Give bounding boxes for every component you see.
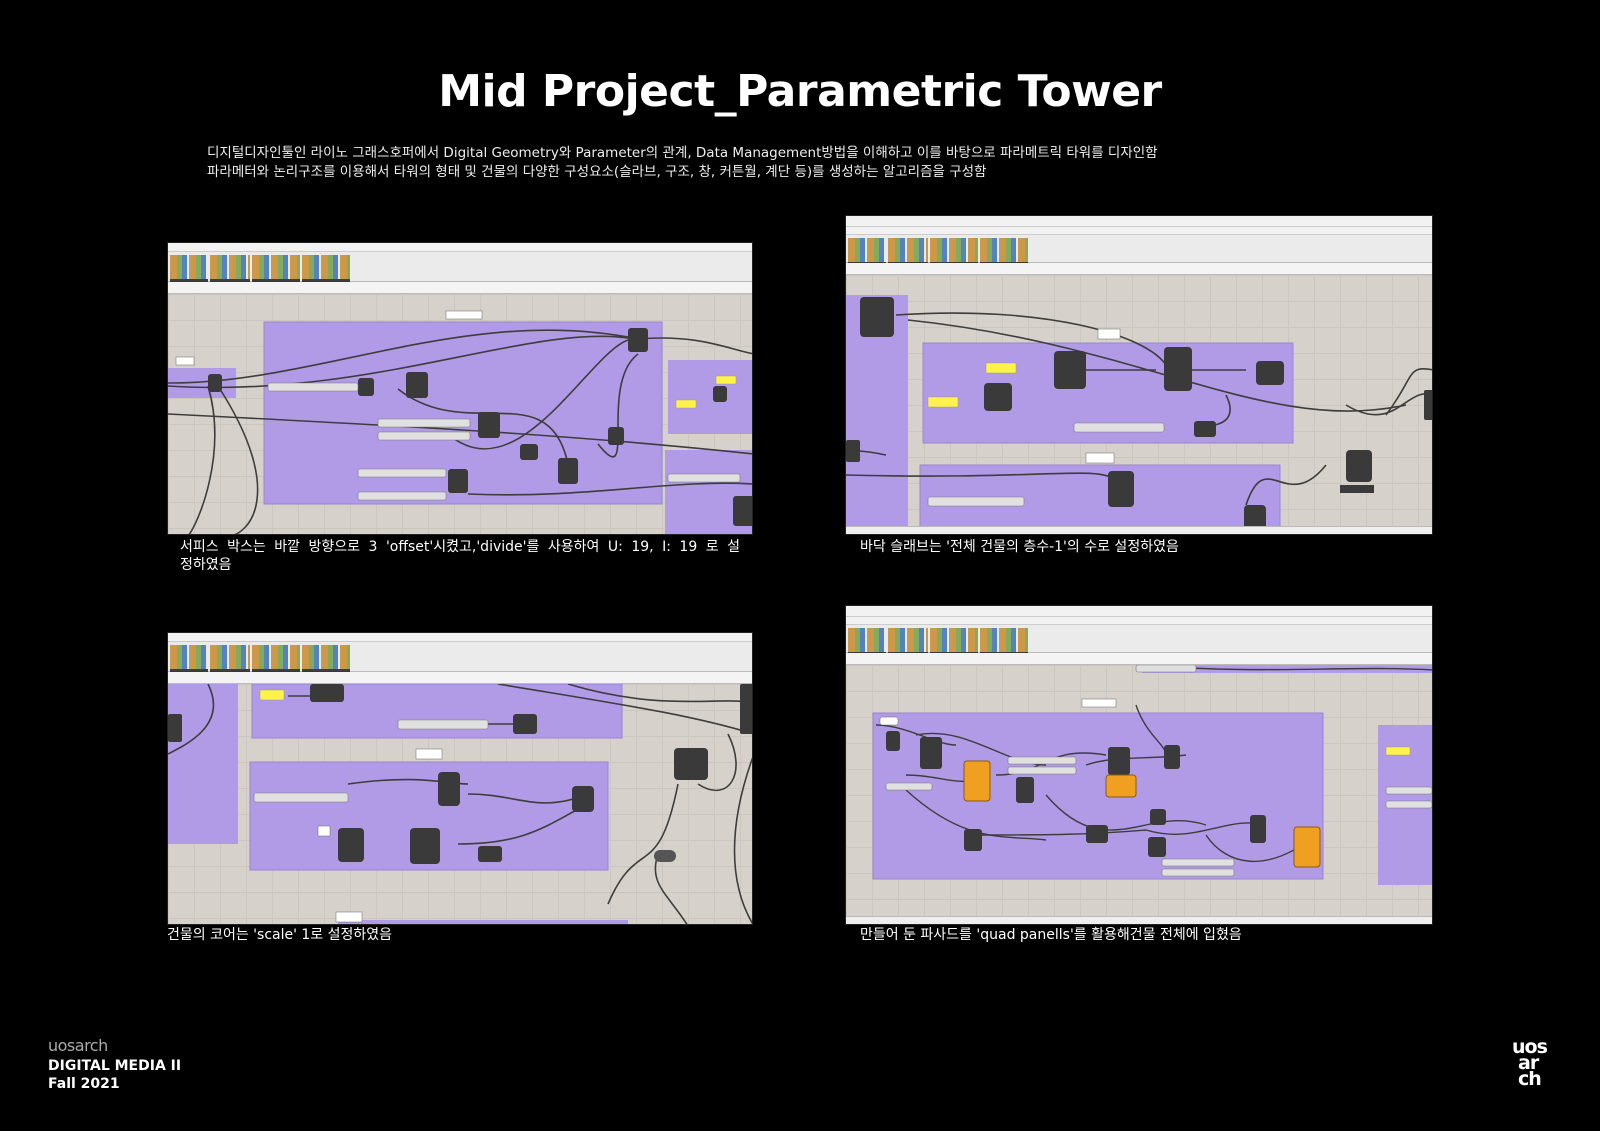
caption-core: 건물의 코어는 'scale' 1로 설정하였음 bbox=[167, 927, 393, 943]
window-title-bar bbox=[846, 606, 1432, 617]
component-toolbar bbox=[168, 642, 752, 674]
uosarch-mark-logo: uos ar ch bbox=[1512, 1036, 1582, 1090]
status-bar bbox=[846, 916, 1432, 924]
mark-line-3: ch bbox=[1518, 1068, 1542, 1090]
menu-bar bbox=[168, 633, 752, 642]
page-title: Mid Project_Parametric Tower bbox=[438, 66, 1162, 117]
canvas-toolbar bbox=[168, 672, 752, 684]
grasshopper-screenshot-surface-box bbox=[167, 242, 753, 535]
intro-line-1: 디지털디자인툴인 라이노 그래스호퍼에서 Digital Geometry와 P… bbox=[207, 145, 1158, 161]
grasshopper-screenshot-floor-slab bbox=[845, 215, 1433, 535]
node-canvas bbox=[846, 665, 1432, 924]
caption-floor-slab: 바닥 슬래브는 '전체 건물의 층수-1'의 수로 설정하였음 bbox=[860, 539, 1179, 555]
component-toolbar bbox=[846, 625, 1432, 657]
node-canvas bbox=[846, 275, 1432, 534]
course-term: Fall 2021 bbox=[48, 1076, 120, 1092]
footer-course-info: DIGITAL MEDIA II Fall 2021 bbox=[48, 1057, 181, 1093]
menu-bar bbox=[846, 617, 1432, 625]
mark-line-2: ar bbox=[1518, 1052, 1539, 1074]
canvas-toolbar bbox=[846, 263, 1432, 275]
window-title-bar bbox=[846, 216, 1432, 227]
component-toolbar bbox=[846, 235, 1432, 267]
intro-text: 디지털디자인툴인 라이노 그래스호퍼에서 Digital Geometry와 P… bbox=[207, 144, 1427, 182]
canvas-toolbar bbox=[168, 282, 752, 294]
component-toolbar bbox=[168, 252, 752, 284]
intro-line-2: 파라메터와 논리구조를 이용해서 타워의 형태 및 건물의 다양한 구성요소(슬… bbox=[207, 164, 987, 180]
canvas-toolbar bbox=[846, 653, 1432, 665]
grasshopper-screenshot-core bbox=[167, 632, 753, 925]
course-name: DIGITAL MEDIA II bbox=[48, 1058, 182, 1074]
status-bar bbox=[846, 526, 1432, 534]
node-canvas bbox=[168, 684, 752, 924]
footer-logo: uosarch bbox=[48, 1036, 108, 1055]
menu-bar bbox=[168, 243, 752, 252]
node-canvas bbox=[168, 294, 752, 534]
caption-facade: 만들어 둔 파사드를 'quad panells'를 활용해건물 전체에 입혔음 bbox=[860, 927, 1242, 943]
caption-surface-box: 서피스 박스는 바깥 방향으로 3 'offset'시켰고,'divide'를 … bbox=[180, 539, 740, 573]
menu-bar bbox=[846, 227, 1432, 235]
grasshopper-screenshot-facade bbox=[845, 605, 1433, 925]
mark-line-1: uos bbox=[1512, 1036, 1548, 1058]
